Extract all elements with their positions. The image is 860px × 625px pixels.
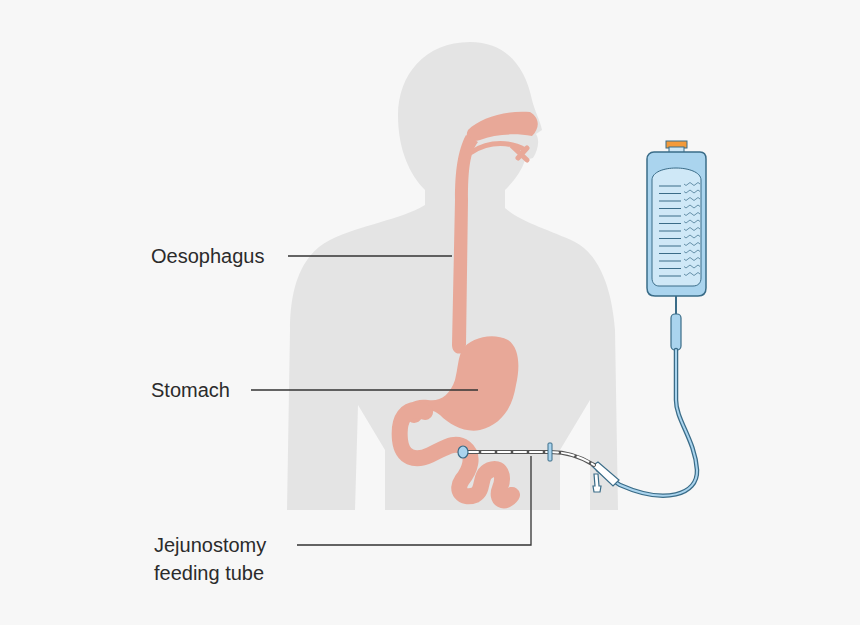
scale-tick — [659, 186, 681, 187]
scale-mark — [684, 228, 700, 231]
scale-tick — [659, 193, 681, 194]
side-port — [593, 474, 601, 492]
retention-disc — [548, 443, 552, 461]
leader-line — [288, 255, 452, 256]
scale-mark — [684, 213, 700, 216]
small-intestine — [400, 410, 512, 500]
scale-mark — [684, 190, 700, 193]
part-label: Oesophagus — [151, 242, 286, 270]
scale-mark — [684, 183, 700, 186]
tube-tip — [458, 446, 468, 458]
scale-mark — [684, 273, 700, 276]
scale-tick — [659, 231, 681, 232]
scale-tick — [659, 276, 681, 277]
leader-line — [297, 456, 531, 545]
leader-line — [251, 389, 478, 390]
oesophagus — [452, 135, 478, 354]
body-silhouette — [287, 42, 618, 510]
scale-tick — [659, 223, 681, 224]
giving-set-tubing-inner — [598, 350, 697, 496]
giving-set-tubing — [598, 350, 697, 496]
scale-mark — [684, 265, 700, 268]
scale-mark — [684, 205, 700, 208]
volume-scale — [659, 183, 700, 277]
feed-bag — [647, 152, 706, 296]
scale-mark — [684, 235, 700, 238]
scale-mark — [684, 220, 700, 223]
scale-tick — [659, 261, 681, 262]
part-label: Jejunostomy feeding tube — [154, 531, 294, 587]
scale-tick — [659, 253, 681, 254]
scale-mark — [684, 258, 700, 261]
mouth — [472, 144, 527, 161]
nasal-cavity — [467, 112, 538, 141]
scale-tick — [659, 216, 681, 217]
scale-tick — [659, 238, 681, 239]
scale-mark — [684, 250, 700, 253]
scale-tick — [659, 208, 681, 209]
part-label: Stomach — [151, 376, 247, 404]
feeding-tube — [464, 452, 594, 465]
scale-tick — [659, 268, 681, 269]
feeding-tube-inner — [466, 452, 594, 465]
drip-chamber-line — [675, 296, 677, 316]
feed-bag-window — [652, 168, 701, 286]
scale-tick — [659, 201, 681, 202]
scale-tick — [659, 246, 681, 247]
drip-chamber — [671, 314, 681, 350]
scale-mark — [684, 198, 700, 201]
scale-mark — [684, 243, 700, 246]
